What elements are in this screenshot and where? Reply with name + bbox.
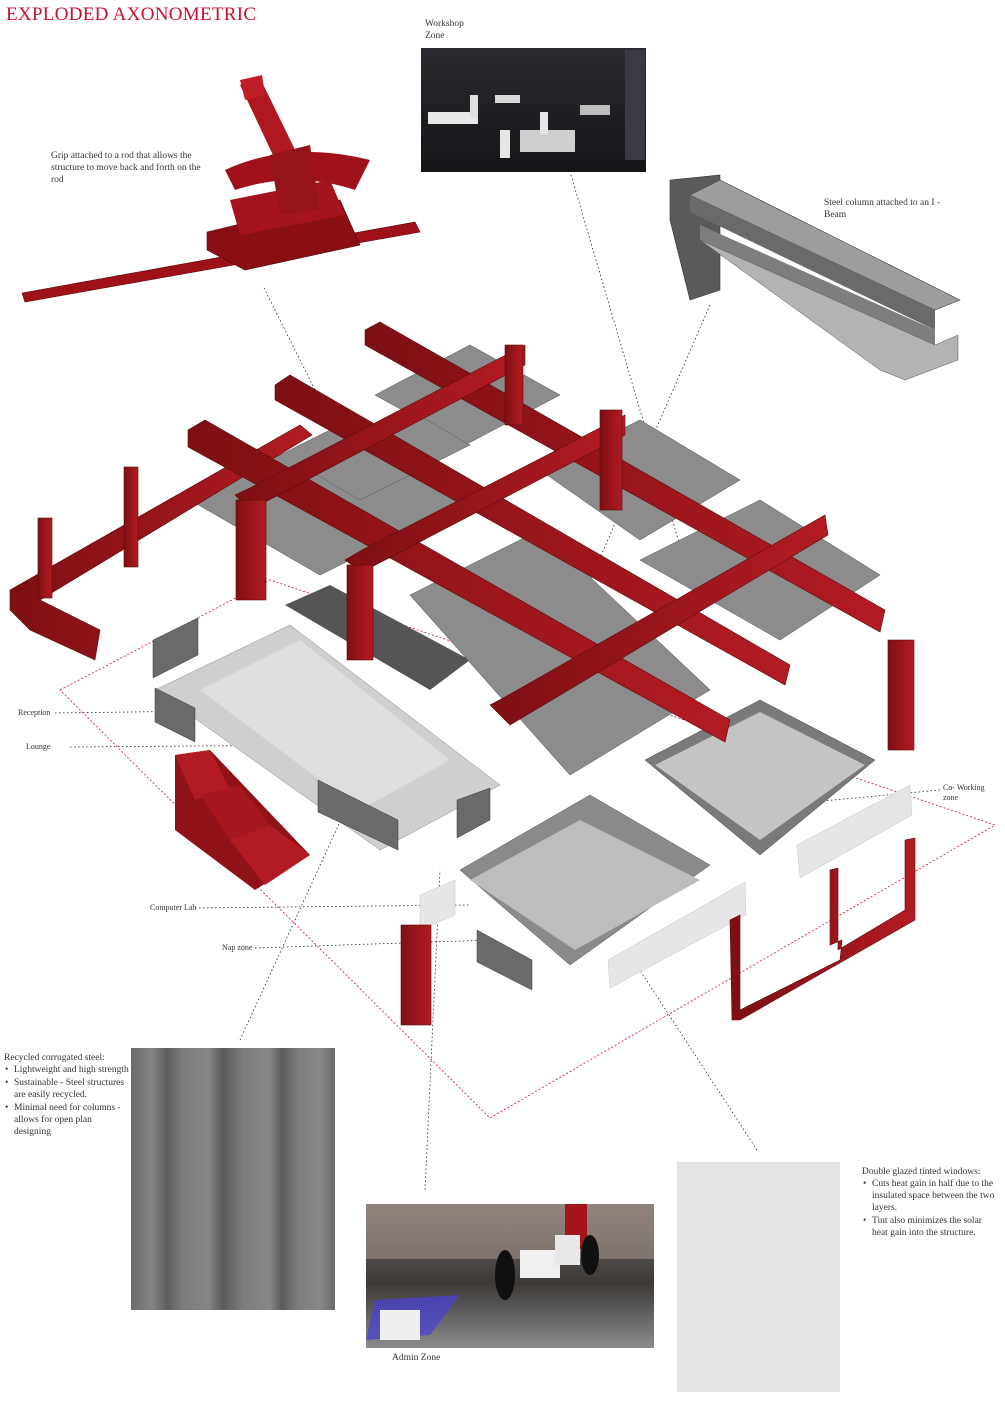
label-grip: Grip attached to a rod that allows the s… [51, 151, 201, 185]
steel-point: Minimal need for columns - allows for op… [5, 1102, 130, 1138]
steel-i-beam-illustration [669, 174, 961, 381]
label-workshop-zone: Workshop Zone [425, 19, 464, 41]
label-computer-lab: Computer Lab [150, 903, 197, 912]
admin-zone-photo [366, 1204, 654, 1348]
label-nap-zone: Nap zone [222, 943, 253, 952]
corrugated-walls [152, 617, 533, 991]
red-structural-frame [9, 321, 916, 1026]
red-staircase [175, 750, 310, 890]
site-boundary [59, 579, 996, 1119]
grip-rod-illustration [21, 75, 421, 303]
label-coworking-zone: Co- Working zone [943, 783, 985, 802]
label-steel-column: Steel column attached to an I - Beam [824, 198, 941, 220]
ground-floor-plates [154, 585, 876, 966]
steel-material-note: Recycled corrugated steel: Lightweight a… [4, 1052, 130, 1139]
steel-point: Sustainable - Steel structures are easil… [5, 1077, 130, 1101]
label-admin-zone: Admin Zone [392, 1353, 441, 1363]
glass-point: Cuts heat gain in half due to the insula… [863, 1178, 997, 1214]
glass-note-heading: Double glazed tinted windows: [862, 1167, 981, 1177]
glass-panels [419, 784, 913, 989]
steel-note-heading: Recycled corrugated steel: [4, 1053, 105, 1063]
page-title: EXPLODED AXONOMETRIC [6, 4, 257, 25]
glass-material-note: Double glazed tinted windows: Cuts heat … [862, 1166, 997, 1240]
corrugated-steel-swatch [131, 1048, 335, 1310]
label-reception: Reception [18, 708, 51, 717]
steel-point: Lightweight and high strength [5, 1064, 130, 1076]
glass-point: Tint also minimizes the solar heat gain … [863, 1215, 997, 1239]
label-lounge: Lounge [26, 742, 51, 751]
workshop-photo [421, 48, 646, 172]
glazed-window-swatch [677, 1162, 840, 1392]
